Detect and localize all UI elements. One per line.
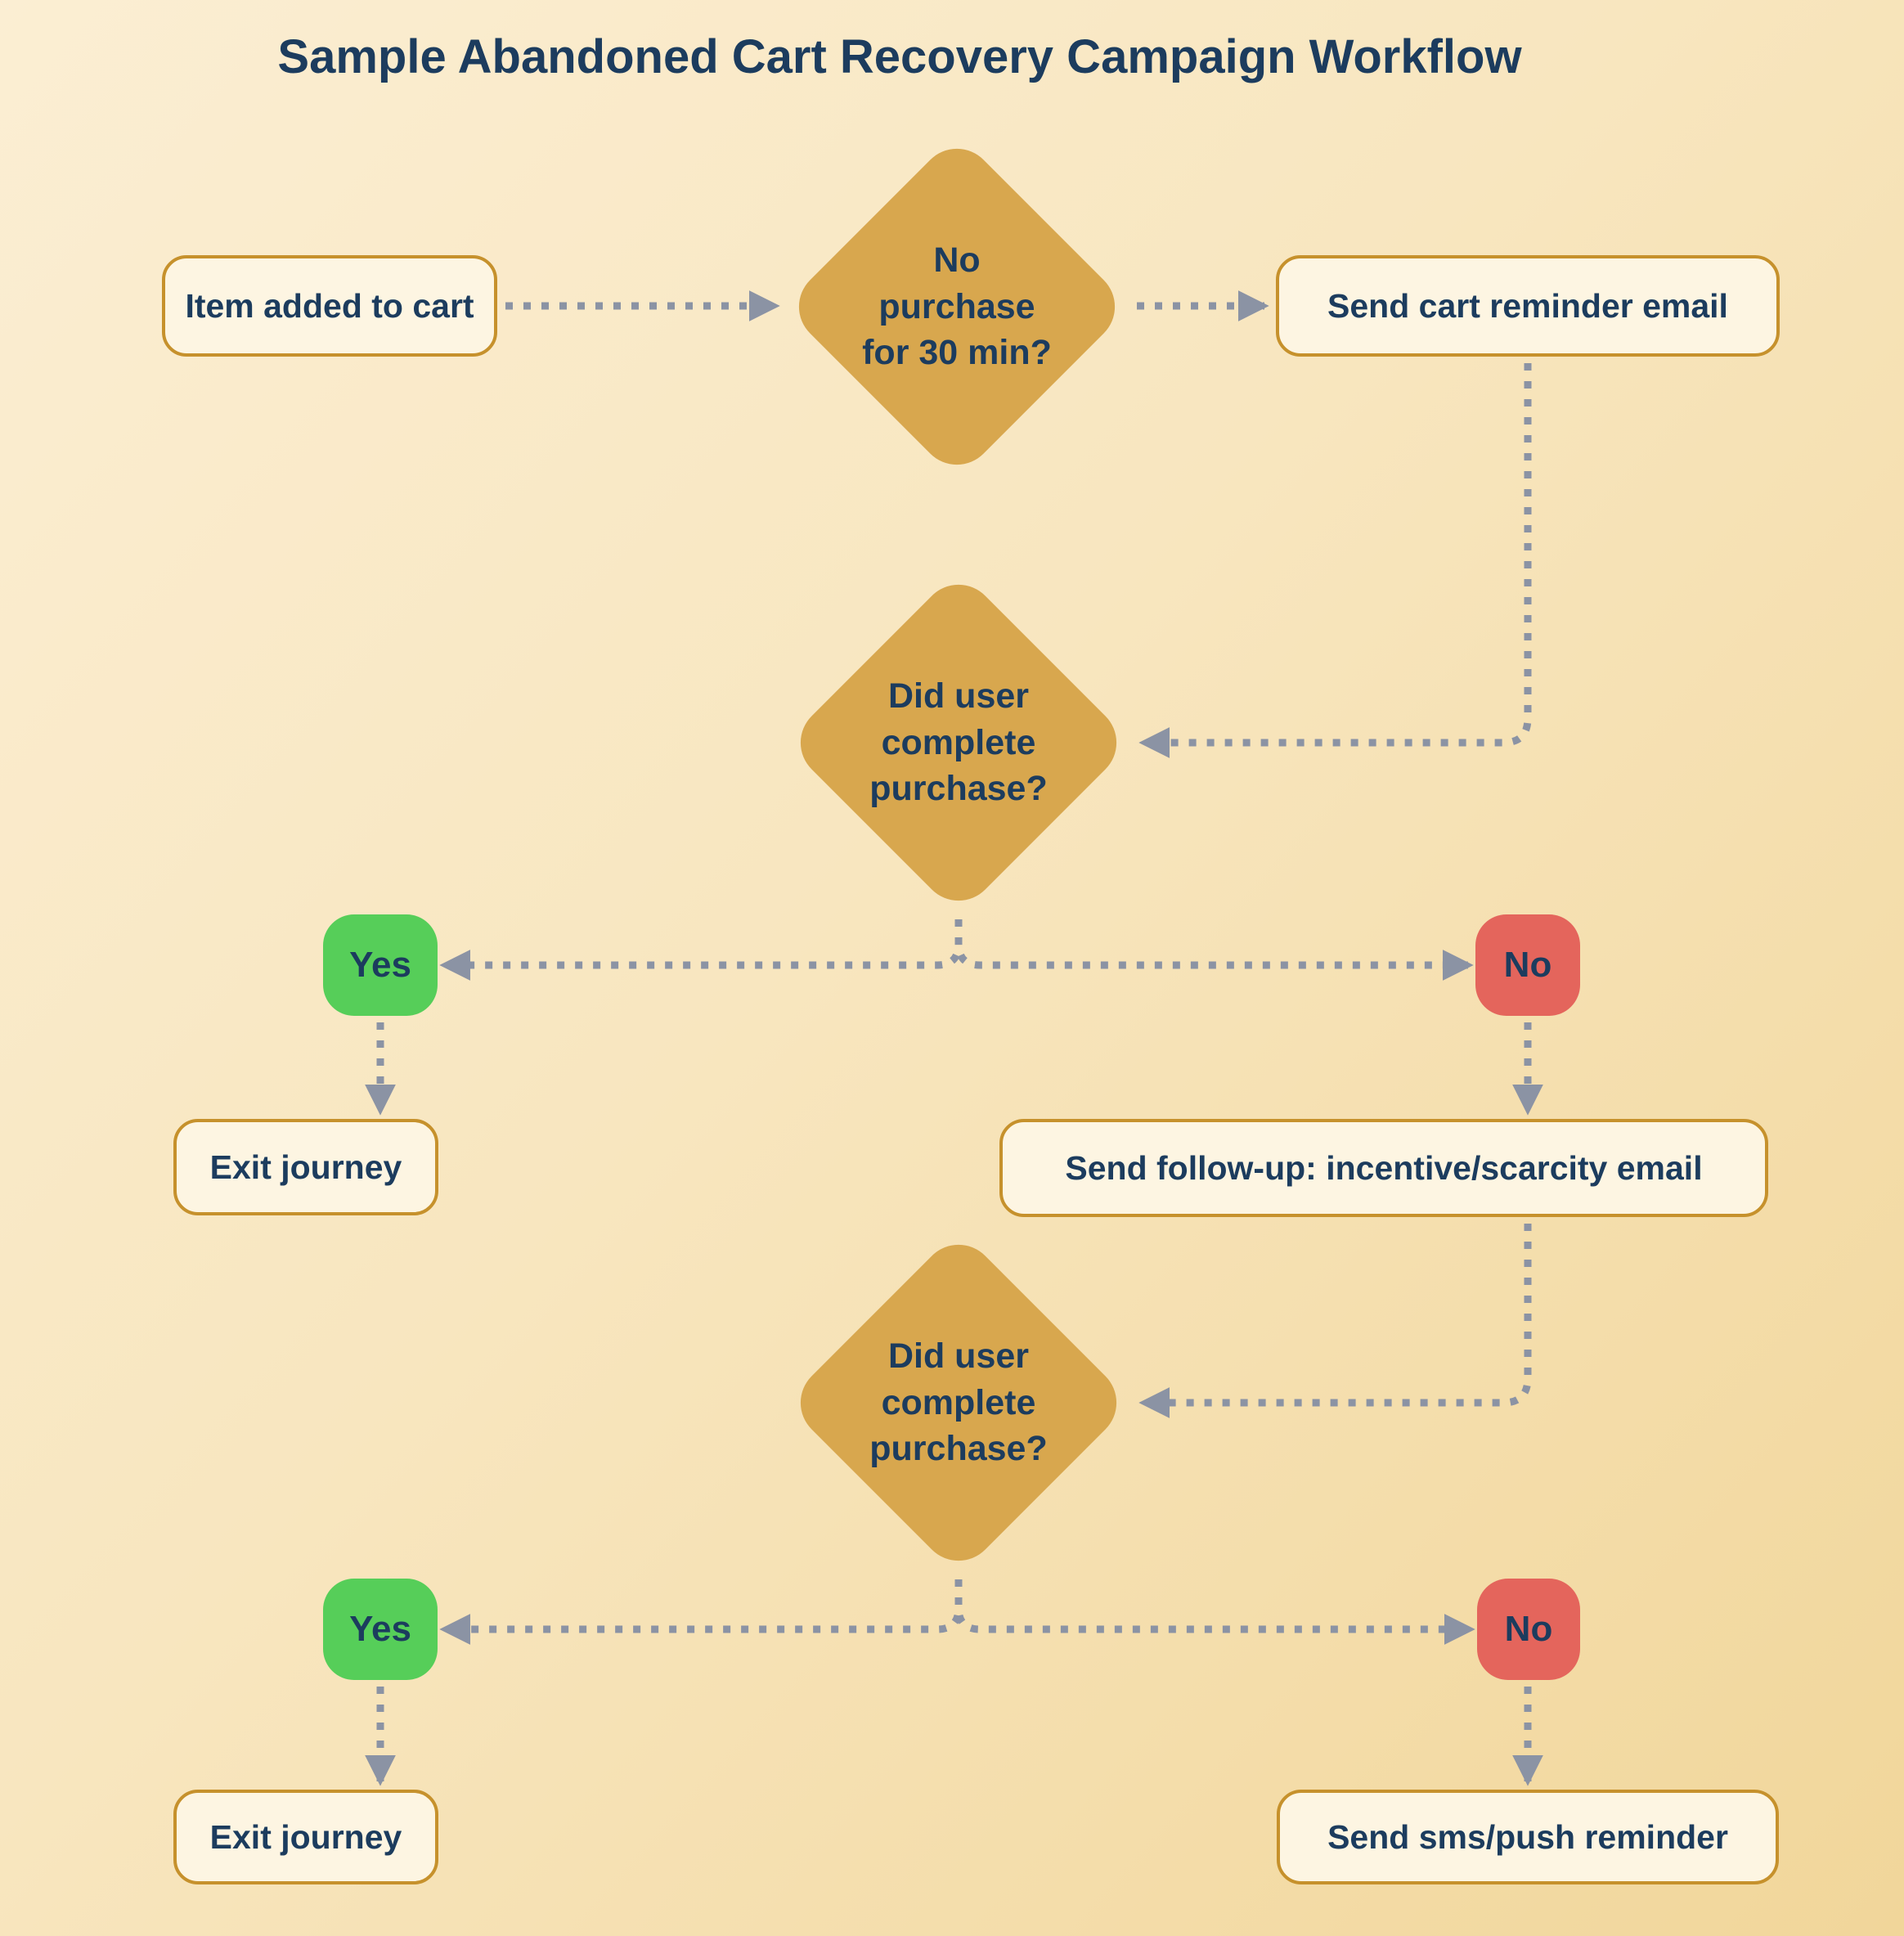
yes-badge-2: Yes bbox=[323, 1579, 438, 1680]
connector-followup-to-decision3 bbox=[1138, 1224, 1532, 1418]
decision-line: purchase? bbox=[869, 1429, 1048, 1469]
decision-purchase-2-label: Did user complete purchase? bbox=[795, 1280, 1122, 1525]
connector-reminder-to-decision2 bbox=[1138, 363, 1532, 758]
exit-journey-node-2: Exit journey bbox=[173, 1790, 438, 1884]
connector-decision3-to-no2 bbox=[954, 1579, 1475, 1645]
no-badge-2-label: No bbox=[1504, 1609, 1553, 1649]
exit-journey-1-label: Exit journey bbox=[209, 1148, 402, 1186]
no-badge-1: No bbox=[1475, 914, 1580, 1016]
decision-no-purchase-label: No purchase for 30 min? bbox=[793, 184, 1120, 429]
send-sms-node: Send sms/push reminder bbox=[1277, 1790, 1779, 1884]
exit-journey-node-1: Exit journey bbox=[173, 1119, 438, 1215]
connector-decision2-to-yes1 bbox=[439, 919, 963, 981]
decision-line: Did user bbox=[887, 1336, 1030, 1376]
connector-decision2-to-no1 bbox=[954, 919, 1474, 981]
decision-line: No bbox=[933, 240, 981, 280]
yes-badge-1-label: Yes bbox=[349, 945, 411, 985]
flowchart-title: Sample Abandoned Cart Recovery Campaign … bbox=[277, 30, 1522, 83]
no-badge-1-label: No bbox=[1503, 945, 1552, 985]
no-badge-2: No bbox=[1477, 1579, 1580, 1680]
decision-line: purchase bbox=[878, 286, 1035, 326]
decision-line: Did user bbox=[887, 676, 1030, 716]
exit-journey-2-label: Exit journey bbox=[209, 1817, 402, 1856]
decision-line: for 30 min? bbox=[862, 333, 1052, 373]
decision-purchase-1-label: Did user complete purchase? bbox=[795, 620, 1122, 865]
yes-badge-1: Yes bbox=[323, 914, 438, 1016]
send-followup-node: Send follow-up: incentive/scarcity email bbox=[999, 1119, 1768, 1217]
connector-decision3-to-yes2 bbox=[439, 1579, 963, 1645]
start-node-label: Item added to cart bbox=[185, 286, 474, 325]
yes-badge-2-label: Yes bbox=[349, 1609, 411, 1649]
decision-line: purchase? bbox=[869, 769, 1048, 809]
send-cart-reminder-node: Send cart reminder email bbox=[1276, 255, 1780, 357]
decision-line: complete bbox=[881, 722, 1036, 762]
decision-line: complete bbox=[881, 1382, 1036, 1422]
send-cart-reminder-label: Send cart reminder email bbox=[1327, 286, 1728, 325]
start-node: Item added to cart bbox=[162, 255, 497, 357]
send-followup-label: Send follow-up: incentive/scarcity email bbox=[1065, 1148, 1703, 1187]
send-sms-label: Send sms/push reminder bbox=[1327, 1817, 1728, 1856]
